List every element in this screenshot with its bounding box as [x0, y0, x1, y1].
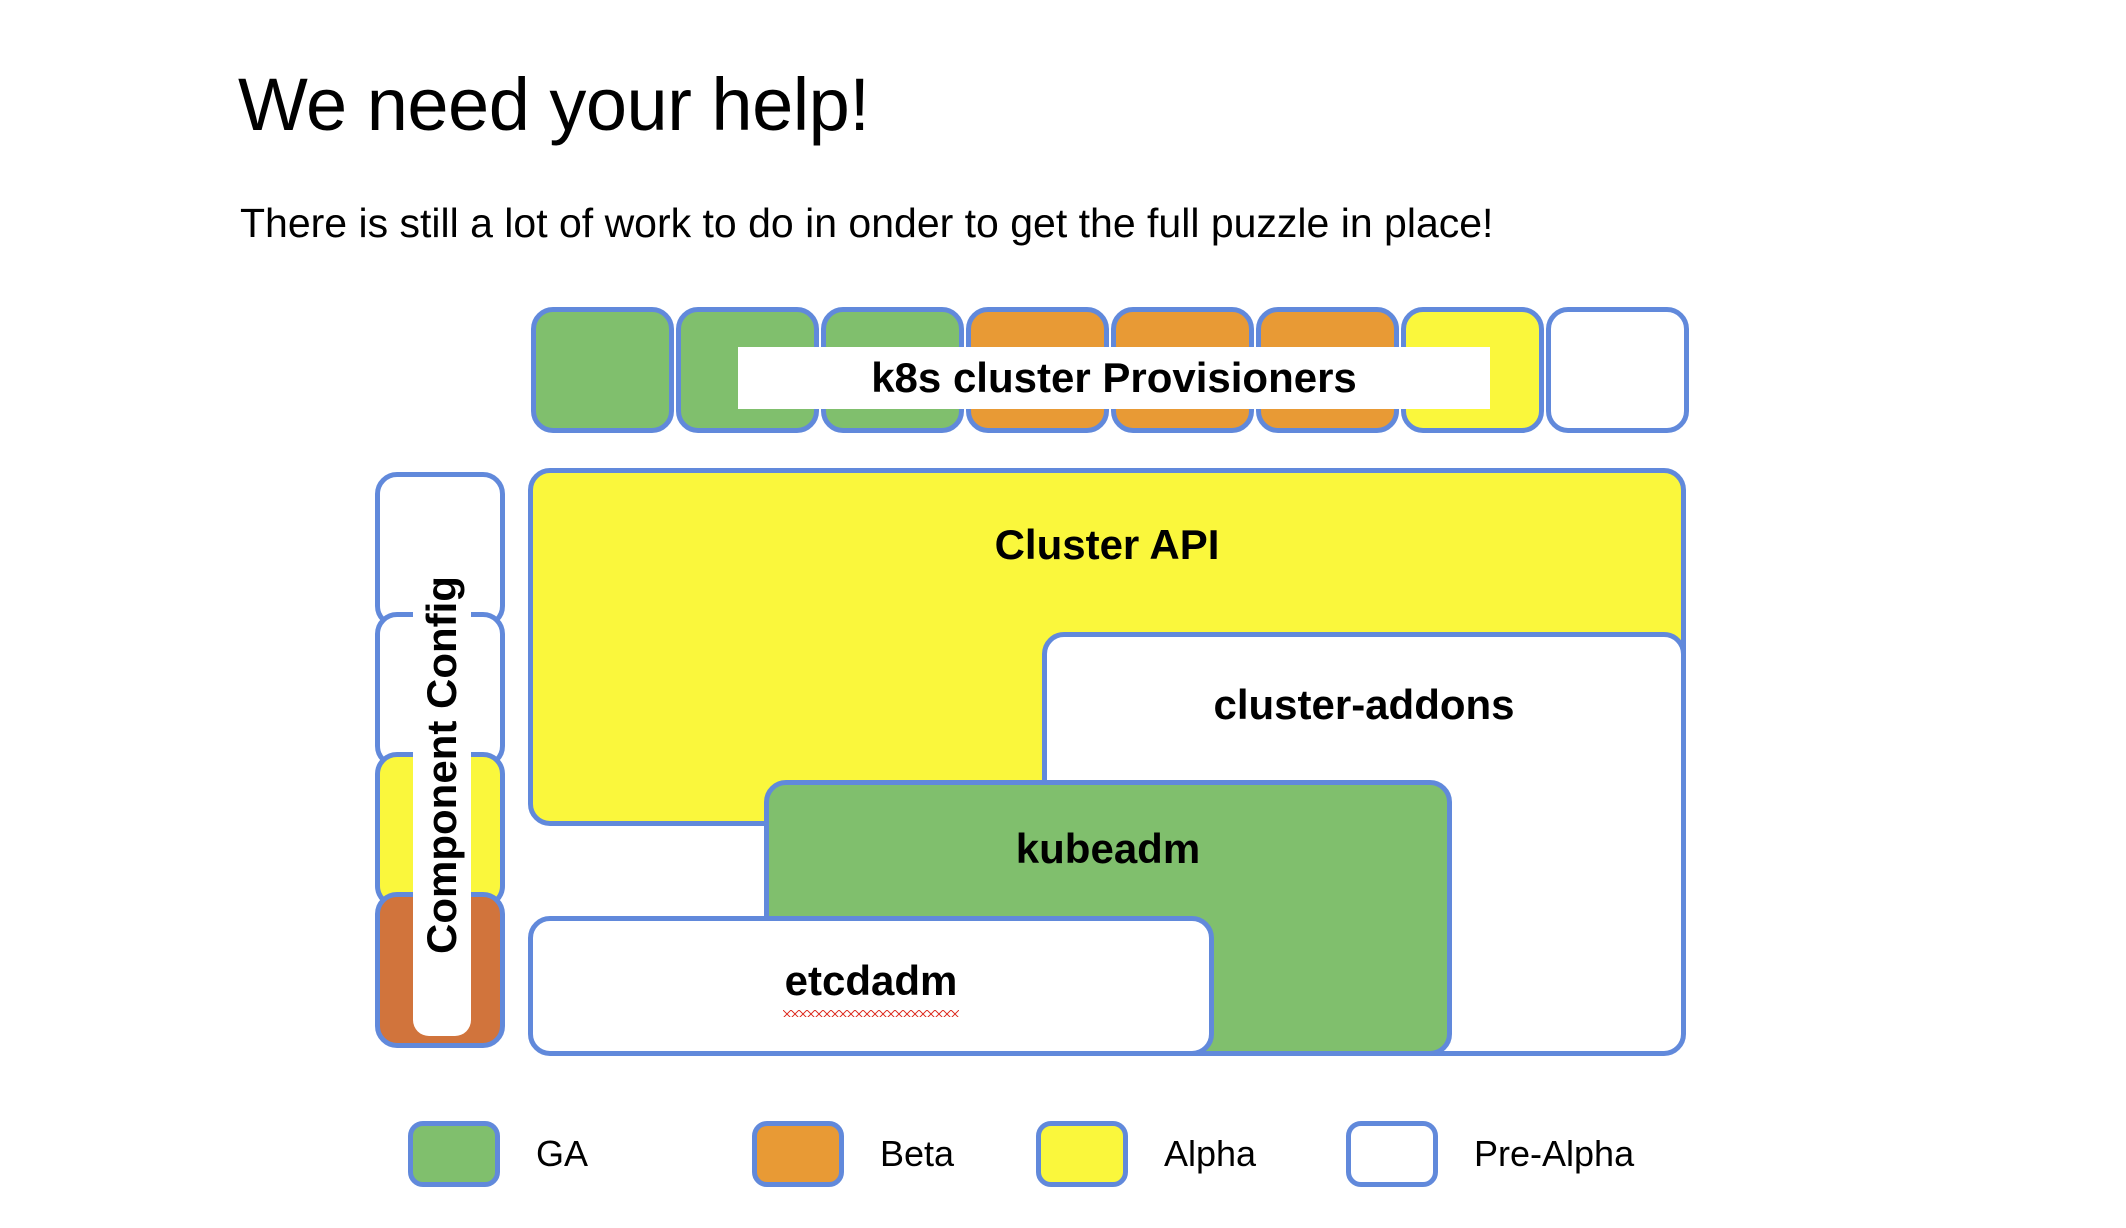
provisioner-row-label: k8s cluster Provisioners	[738, 347, 1490, 409]
node-etcdadm-label: etcdadm	[533, 957, 1209, 1017]
legend-item-alpha: Alpha	[1036, 1118, 1256, 1190]
legend-label-beta: Beta	[880, 1133, 955, 1174]
node-etcdadm-label-text: etcdadm	[782, 957, 960, 1017]
legend-swatch-beta	[752, 1121, 844, 1187]
legend-item-ga: GA	[408, 1118, 588, 1190]
page-subtitle: There is still a lot of work to do in on…	[240, 200, 1494, 246]
legend: GA Beta Alpha Pre-Alpha	[0, 1118, 2126, 1198]
legend-swatch-ga	[408, 1121, 500, 1187]
node-kubeadm-label: kubeadm	[1015, 825, 1201, 872]
legend-label-alpha: Alpha	[1164, 1133, 1257, 1174]
provisioner-box-8[interactable]	[1546, 307, 1689, 433]
legend-label-pre-alpha: Pre-Alpha	[1474, 1133, 1635, 1174]
node-cluster-addons-label: cluster-addons	[1213, 681, 1515, 728]
legend-swatch-pre-alpha	[1346, 1121, 1438, 1187]
provisioner-row-label-text: k8s cluster Provisioners	[871, 354, 1357, 401]
legend-label-ga: GA	[536, 1133, 589, 1174]
legend-swatch-alpha	[1036, 1121, 1128, 1187]
legend-item-beta: Beta	[752, 1118, 954, 1190]
node-etcdadm[interactable]: etcdadm	[528, 916, 1214, 1056]
node-cluster-api-label: Cluster API	[994, 521, 1220, 568]
provisioner-row	[531, 307, 1691, 433]
provisioner-box-1[interactable]	[531, 307, 674, 433]
component-config-label: Component Config	[413, 494, 471, 1036]
component-config-label-text: Component Config	[418, 576, 466, 954]
legend-item-pre-alpha: Pre-Alpha	[1346, 1118, 1634, 1190]
page-title: We need your help!	[238, 62, 870, 146]
